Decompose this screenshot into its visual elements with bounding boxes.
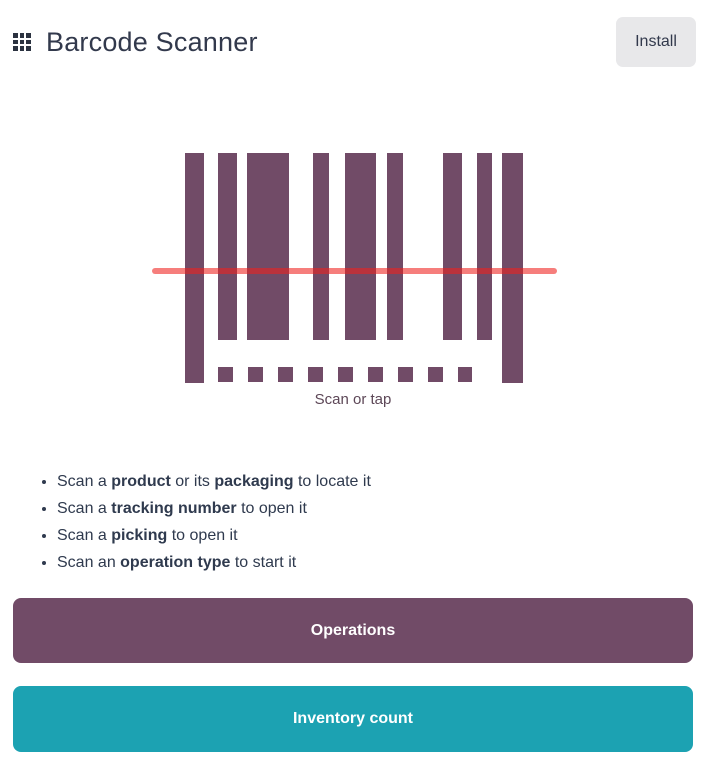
barcode-graphic[interactable] [143, 153, 563, 389]
scan-line [152, 268, 557, 274]
install-button[interactable]: Install [616, 17, 696, 67]
operations-button[interactable]: Operations [13, 598, 693, 663]
actions-section: Operations Inventory count [0, 598, 706, 752]
scanner-area[interactable]: Scan or tap [0, 153, 706, 408]
instructions-list: Scan a product or its packaging to locat… [0, 468, 706, 576]
scan-caption: Scan or tap [314, 391, 392, 408]
instruction-item: Scan an operation type to start it [57, 549, 706, 576]
apps-grid-icon[interactable] [13, 33, 31, 51]
instruction-item: Scan a picking to open it [57, 522, 706, 549]
inventory-count-button[interactable]: Inventory count [13, 686, 693, 752]
app-header: Barcode Scanner Install [0, 0, 706, 67]
instruction-item: Scan a product or its packaging to locat… [57, 468, 706, 495]
instruction-item: Scan a tracking number to open it [57, 495, 706, 522]
page-title: Barcode Scanner [46, 26, 258, 57]
